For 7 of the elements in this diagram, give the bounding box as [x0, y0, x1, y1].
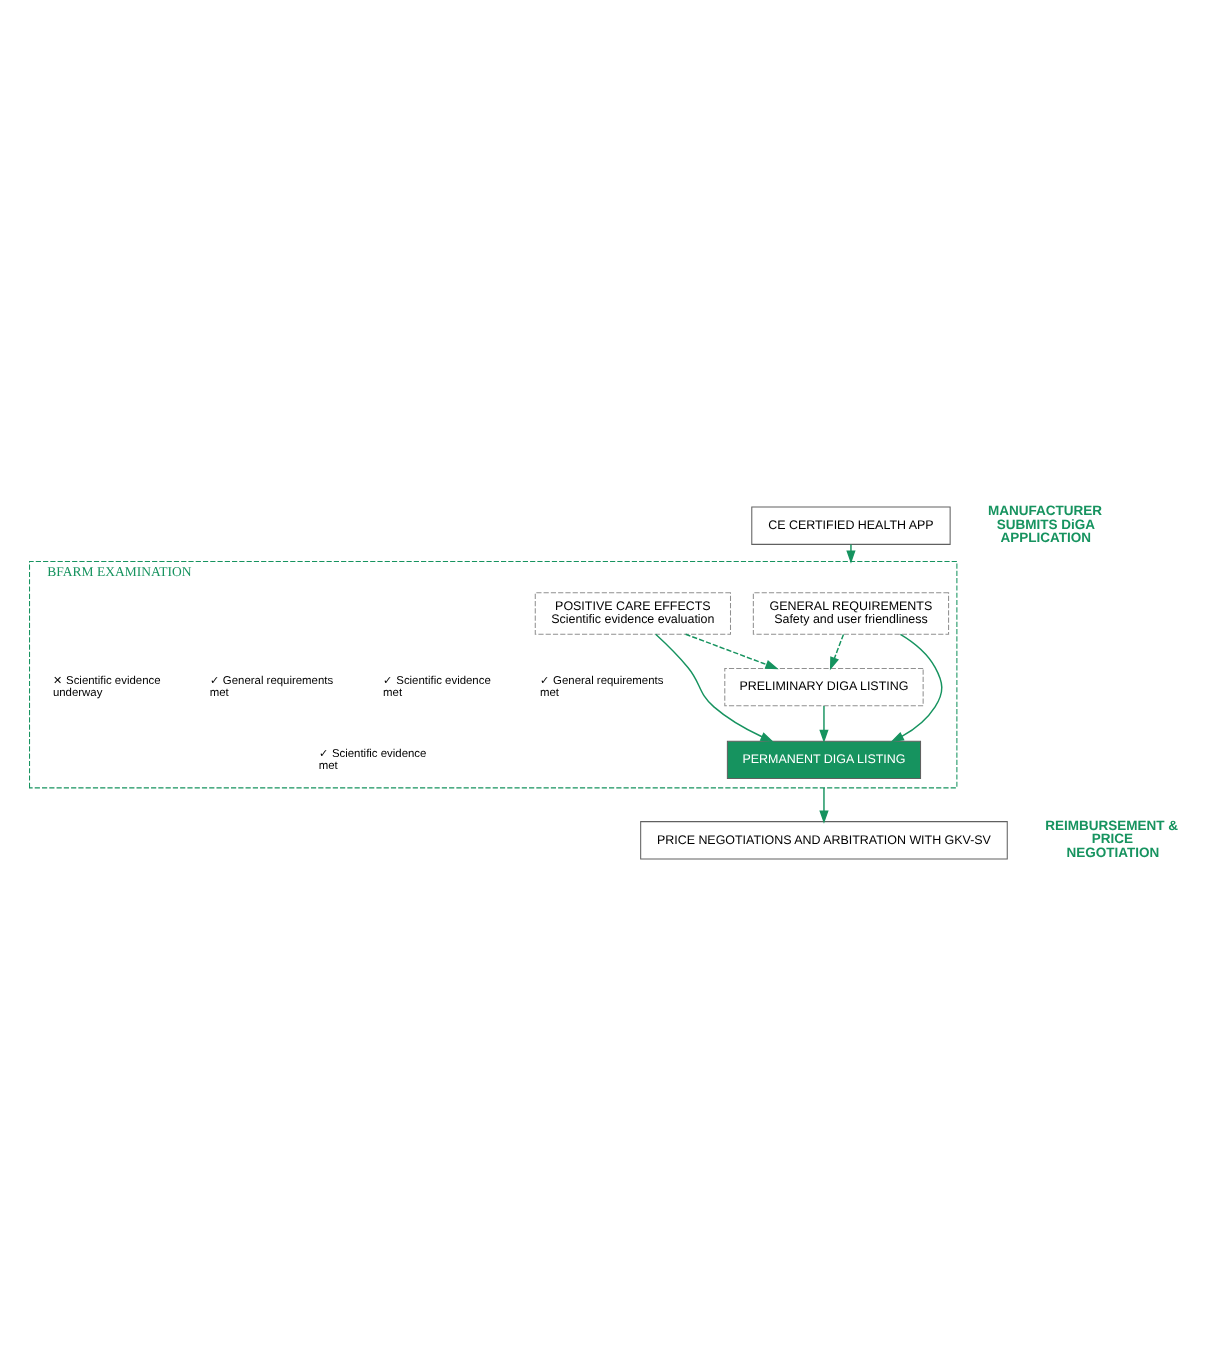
arrow	[655, 633, 774, 742]
arrow	[819, 787, 829, 824]
arrow	[684, 633, 779, 670]
arrow	[846, 543, 856, 564]
arrow	[819, 705, 829, 743]
arrow	[829, 633, 845, 671]
arrow	[890, 633, 943, 743]
